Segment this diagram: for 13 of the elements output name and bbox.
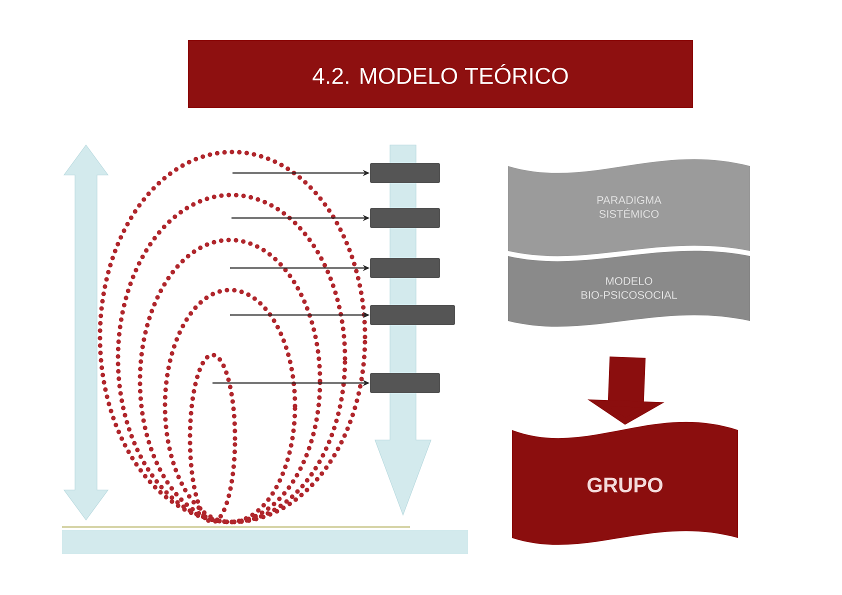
label-box: [370, 258, 440, 278]
label-box: [370, 305, 455, 325]
dotted-ellipse: [162, 288, 298, 524]
title-banner: 4.2. MODELO TEÓRICO: [188, 40, 693, 108]
label-box: [370, 373, 440, 393]
dotted-ellipse: [116, 192, 348, 524]
label-box: [370, 163, 440, 183]
dotted-ellipse: [188, 352, 238, 524]
dotted-ellipse: [98, 150, 368, 524]
label-box: [370, 208, 440, 228]
dotted-ellipse: [138, 238, 322, 524]
banner: PARADIGMA SISTÉMICO: [508, 159, 750, 256]
banner: MODELO BIO-PSICOSOCIAL: [508, 250, 750, 327]
